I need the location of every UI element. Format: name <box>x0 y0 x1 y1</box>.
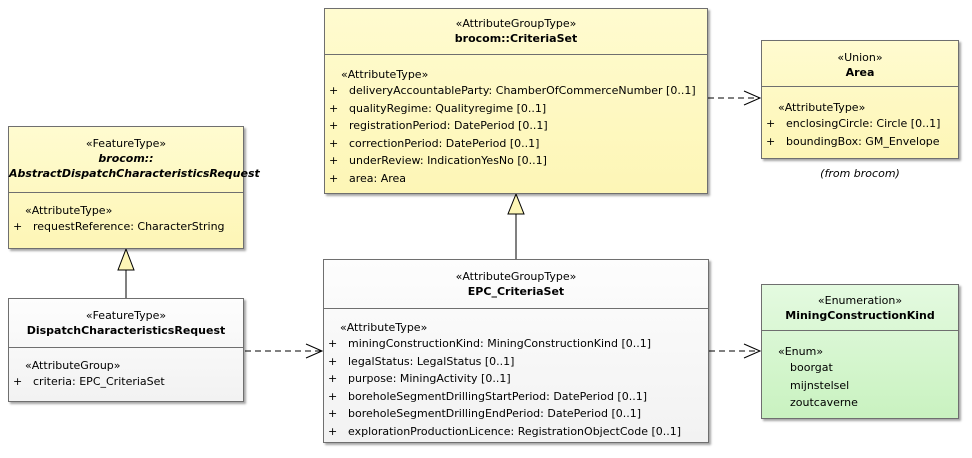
area-attributes: «AttributeType» +enclosingCircle: Circle… <box>762 87 958 150</box>
abstract-request-stereotype: «FeatureType» <box>85 137 167 150</box>
area-section-stereotype: «AttributeType» <box>778 101 866 114</box>
attribute-row[interactable]: +purpose: MiningActivity [0..1] <box>328 372 511 385</box>
attribute-row[interactable]: +requestReference: CharacterString <box>13 220 225 233</box>
dispatch-request-name: DispatchCharacteristicsRequest <box>26 324 226 337</box>
criteria-set-header: «AttributeGroupType» brocom::CriteriaSet <box>325 9 707 55</box>
criteria-set-class[interactable]: «AttributeGroupType» brocom::CriteriaSet… <box>324 8 708 194</box>
epc-criteria-set-section-stereotype: «AttributeType» <box>340 321 428 334</box>
mining-kind-section-stereotype: «Enum» <box>778 345 824 358</box>
dispatch-request-section-stereotype: «AttributeGroup» <box>25 359 121 372</box>
abstract-request-section-stereotype: «AttributeType» <box>25 204 113 217</box>
enum-literal[interactable]: mijnstelsel <box>790 378 850 392</box>
attribute-row[interactable]: +qualityRegime: Qualityregime [0..1] <box>329 101 547 115</box>
criteria-set-attributes: «AttributeType» +deliveryAccountablePart… <box>325 55 707 187</box>
attribute-row[interactable]: +correctionPeriod: DatePeriod [0..1] <box>329 136 540 150</box>
dependency-epc-to-miningkind-arrowhead <box>743 343 762 359</box>
enum-literal[interactable]: zoutcaverne <box>790 396 858 409</box>
mining-kind-name: MiningConstructionKind <box>785 309 935 322</box>
attribute-row[interactable]: +underReview: IndicationYesNo [0..1] <box>329 154 547 167</box>
attribute-row[interactable]: +miningConstructionKind: MiningConstruct… <box>328 337 652 350</box>
abstract-dispatch-request-class[interactable]: «FeatureType» brocom:: AbstractDispatchC… <box>8 126 260 249</box>
area-name: Area <box>845 66 875 79</box>
attribute-row[interactable]: +criteria: EPC_CriteriaSet <box>13 375 165 388</box>
mining-kind-literals: «Enum» boorgat mijnstelsel zoutcaverne <box>762 331 958 412</box>
criteria-set-section-stereotype: «AttributeType» <box>341 68 429 81</box>
attribute-row[interactable]: +explorationProductionLicence: Registrat… <box>328 424 682 438</box>
dispatch-request-class[interactable]: «FeatureType» DispatchCharacteristicsReq… <box>8 298 244 402</box>
mining-kind-stereotype: «Enumeration» <box>817 294 903 307</box>
abstract-request-header: «FeatureType» brocom:: AbstractDispatchC… <box>9 127 260 193</box>
area-union-class[interactable]: «Union» Area «AttributeType» +enclosingC… <box>761 40 959 159</box>
mining-construction-kind-enum[interactable]: «Enumeration» MiningConstructionKind «En… <box>761 284 959 419</box>
generalization-epc-to-criteriaset-arrowhead <box>507 192 525 215</box>
attribute-row[interactable]: +boundingBox: GM_Envelope <box>766 134 940 148</box>
area-header: «Union» Area <box>762 41 958 87</box>
dependency-dispatch-to-epc-arrowhead <box>305 343 324 359</box>
area-stereotype: «Union» <box>837 51 883 64</box>
abstract-request-attributes: «AttributeType» +requestReference: Chara… <box>9 193 243 236</box>
epc-criteria-set-stereotype: «AttributeGroupType» <box>455 270 577 283</box>
area-from-note: (from brocom) <box>820 167 900 180</box>
attribute-row[interactable]: +area: Area <box>329 171 407 185</box>
dependency-criteriaset-to-area-arrowhead <box>743 90 762 106</box>
epc-criteria-set-header: «AttributeGroupType» EPC_CriteriaSet <box>324 260 708 309</box>
mining-kind-header: «Enumeration» MiningConstructionKind <box>762 285 958 331</box>
abstract-request-name-line1: brocom:: <box>98 152 154 165</box>
dispatch-request-attributes: «AttributeGroup» +criteria: EPC_Criteria… <box>9 348 243 391</box>
epc-criteria-set-name: EPC_CriteriaSet <box>467 285 565 298</box>
dispatch-request-stereotype: «FeatureType» <box>85 309 167 322</box>
enum-literal[interactable]: boorgat <box>790 361 833 374</box>
abstract-request-name-line2: AbstractDispatchCharacteristicsRequest <box>9 167 260 180</box>
epc-criteria-set-class[interactable]: «AttributeGroupType» EPC_CriteriaSet «At… <box>323 259 709 443</box>
generalization-dispatch-to-abstract-arrowhead <box>117 247 135 271</box>
attribute-row[interactable]: +deliveryAccountableParty: ChamberOfComm… <box>329 84 696 97</box>
dispatch-request-header: «FeatureType» DispatchCharacteristicsReq… <box>9 299 243 348</box>
criteria-set-name: brocom::CriteriaSet <box>454 32 578 45</box>
attribute-row[interactable]: +registrationPeriod: DatePeriod [0..1] <box>329 119 548 132</box>
epc-criteria-set-attributes: «AttributeType» +miningConstructionKind:… <box>324 309 708 440</box>
attribute-row[interactable]: +legalStatus: LegalStatus [0..1] <box>328 354 515 368</box>
criteria-set-stereotype: «AttributeGroupType» <box>455 17 577 30</box>
attribute-row[interactable]: +enclosingCircle: Circle [0..1] <box>766 117 941 130</box>
attribute-row[interactable]: +boreholeSegmentDrillingStartPeriod: Dat… <box>328 389 647 403</box>
attribute-row[interactable]: +boreholeSegmentDrillingEndPeriod: DateP… <box>328 407 642 420</box>
